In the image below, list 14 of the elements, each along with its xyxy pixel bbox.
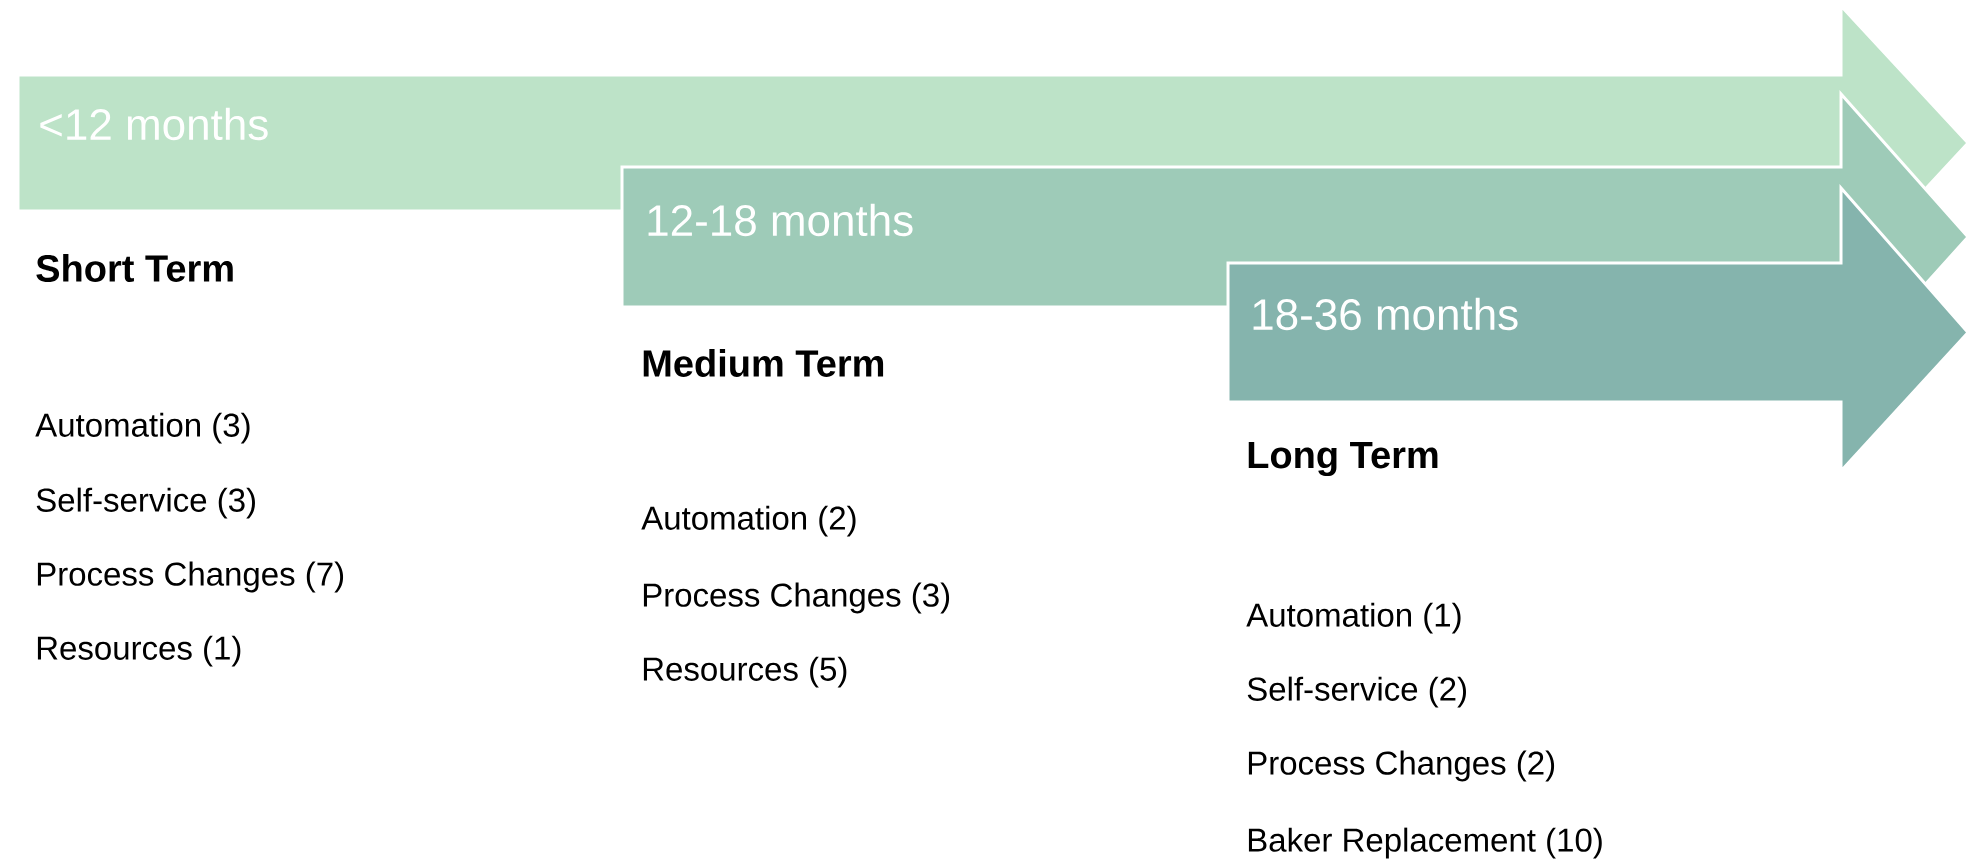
list-item: Process Changes (7) <box>37 561 344 593</box>
heading: Short Term <box>36 254 233 282</box>
list-item: Automation (3) <box>35 412 250 444</box>
list-item: Self-service (3) <box>36 487 255 519</box>
heading: Medium Term <box>643 349 884 377</box>
list-item: Resources (1) <box>37 635 241 667</box>
heading: Long Term <box>1248 441 1438 477</box>
list-item: Process Changes (2) <box>1248 750 1555 782</box>
list-item: Self-service (2) <box>1247 676 1466 708</box>
list-item: Resources (5) <box>643 656 847 688</box>
list-item: Automation (1) <box>1246 602 1461 634</box>
list-item: Baker Replacement (10) <box>1248 827 1602 859</box>
list-item: Process Changes (3) <box>643 582 950 614</box>
list-item: Automation (2) <box>641 505 856 537</box>
